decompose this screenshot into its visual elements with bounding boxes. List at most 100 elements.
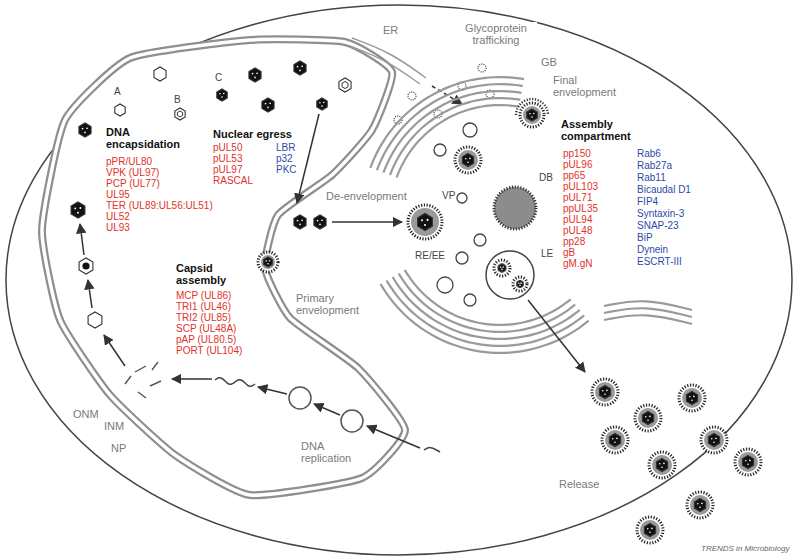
- capsid-symbol: [79, 207, 81, 209]
- capsid-symbol: [71, 61, 351, 328]
- capsid-symbol: [267, 107, 269, 109]
- capsid-symbol: [175, 108, 185, 120]
- capsid-symbol: [84, 132, 86, 134]
- capsid-symbol: [319, 102, 321, 104]
- virion-symbol: [529, 113, 531, 115]
- capsid-symbol: [79, 258, 93, 274]
- nucleus-envelope: [42, 39, 405, 495]
- released-virion: [715, 438, 717, 440]
- endosome-vesicle: [434, 123, 486, 306]
- host-protein: Bicaudal D1: [636, 184, 692, 195]
- pathway-arrow: [88, 280, 92, 308]
- virion-symbol: [531, 116, 533, 118]
- late-endosome: [499, 264, 506, 272]
- released-virion: [689, 396, 691, 398]
- released-virion: [694, 499, 705, 512]
- viral-protein: UL93: [105, 222, 131, 233]
- virion-symbol: [269, 260, 271, 262]
- virion-symbol: [467, 161, 469, 163]
- process-label: De-envelopment: [325, 190, 408, 202]
- er-membrane: [350, 46, 420, 84]
- capsid-symbol: [223, 93, 225, 95]
- released-virion: [711, 438, 713, 440]
- released-virion: [592, 379, 618, 405]
- released-virion: [745, 460, 747, 462]
- released-virion: [713, 441, 715, 443]
- capsid-symbol: [339, 78, 351, 92]
- released-virion: [649, 416, 651, 418]
- released-virion: [612, 438, 614, 440]
- virion-symbol: [261, 255, 275, 269]
- pathway-arrow: [367, 426, 420, 448]
- capsid-symbol: [317, 220, 319, 222]
- late-endosome: [520, 282, 522, 284]
- released-virion: [604, 393, 606, 395]
- virion-symbol: [408, 205, 442, 239]
- viral-dna: [424, 448, 440, 452]
- host-protein: ESCRT-III: [636, 256, 683, 267]
- host-protein: SNAP-23: [636, 220, 680, 231]
- er-membrane: [352, 38, 426, 78]
- golgi-stack: [383, 91, 521, 173]
- released-virion: [701, 503, 703, 505]
- late-endosome: [513, 277, 527, 291]
- capsid-symbol: [221, 96, 223, 98]
- virion-symbol: [424, 224, 426, 226]
- virion-symbol: [455, 147, 481, 173]
- late-endosome: [494, 260, 510, 276]
- released-virion: [693, 396, 695, 398]
- organelle-label: GB: [540, 56, 558, 68]
- host-protein: Rab27a: [636, 160, 673, 171]
- host-protein: LBR: [275, 142, 296, 153]
- pathway-arrow: [332, 221, 402, 223]
- late-endosome: [486, 251, 534, 299]
- late-endosome: [516, 280, 524, 288]
- viral-protein: pUL48: [562, 225, 593, 236]
- endosome-vesicle: [456, 252, 468, 264]
- released-virion: [647, 419, 649, 421]
- viral-dna: [125, 376, 131, 384]
- released-virion: [599, 386, 610, 399]
- virion-symbol: [421, 219, 423, 221]
- released-virion: [635, 405, 661, 431]
- capsid-type: C: [214, 72, 223, 83]
- released-virion: [652, 455, 672, 475]
- released-virion: [699, 506, 701, 508]
- virion-symbol: [427, 219, 429, 221]
- endosome-vesicle: [457, 193, 467, 203]
- capsid-symbol: [219, 93, 221, 95]
- host-protein: FIP4: [636, 196, 659, 207]
- viral-protein: pAP (UL80.5): [175, 334, 237, 345]
- released-virion: [637, 517, 663, 543]
- viral-protein: TRI2 (UL85): [175, 312, 232, 323]
- pathway-arrow: [104, 335, 125, 366]
- released-virion: [661, 466, 663, 468]
- released-virion: [647, 528, 649, 530]
- heading-label: DNA encapsidation: [105, 126, 192, 150]
- capsid-symbol: [323, 102, 325, 104]
- viral-protein: TER (UL89:UL56:UL51): [105, 200, 214, 211]
- process-label: Release: [558, 478, 600, 490]
- viral-protein: pUL103: [562, 181, 599, 192]
- released-virion: [656, 459, 667, 472]
- host-protein: p32: [275, 153, 294, 164]
- capsid-symbol: [301, 219, 303, 221]
- capsid-symbol: [252, 73, 254, 75]
- virion-symbol: [465, 158, 467, 160]
- capsid-symbol: [249, 68, 261, 82]
- viral-protein: pUL94: [562, 214, 593, 225]
- released-virion: [651, 528, 653, 530]
- viral-protein: UL95: [105, 189, 131, 200]
- capsid-symbol: [262, 98, 274, 112]
- viral-dna: [215, 378, 255, 387]
- membrane-label: INM: [103, 420, 125, 432]
- virion-symbol: [516, 99, 548, 115]
- membrane-label: NP: [110, 442, 127, 454]
- virion-symbol: [527, 109, 537, 121]
- capsid-symbol: [297, 66, 299, 68]
- capsid-symbol: [115, 104, 125, 116]
- host-protein: Rab11: [636, 172, 667, 183]
- pathway-arrow: [528, 300, 585, 372]
